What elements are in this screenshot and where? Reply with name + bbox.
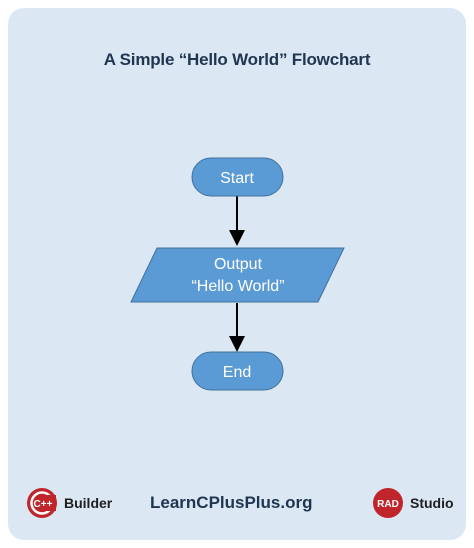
output-node-label-line2: “Hello World” — [191, 278, 284, 295]
cppbuilder-icon: C++ — [26, 487, 58, 519]
radstudio-icon: RAD — [372, 487, 404, 519]
cppbuilder-logo: C++ Builder — [26, 486, 112, 520]
diagram-title: A Simple “Hello World” Flowchart — [103, 50, 371, 69]
output-node: Output “Hello World” — [130, 247, 345, 303]
output-node-label-line1: Output — [214, 256, 263, 273]
footer: C++ Builder LearnCPlusPlus.org RAD Studi… — [0, 486, 474, 520]
radstudio-icon-text: RAD — [377, 499, 399, 510]
radstudio-label: Studio — [410, 495, 454, 511]
start-node: Start — [191, 157, 284, 197]
radstudio-logo: RAD Studio — [372, 486, 454, 520]
end-node-label: End — [223, 364, 251, 381]
end-node: End — [191, 351, 284, 391]
start-node-label: Start — [220, 170, 254, 187]
site-name: LearnCPlusPlus.org — [150, 493, 313, 512]
cppbuilder-icon-text: C++ — [34, 499, 53, 510]
cppbuilder-label: Builder — [64, 495, 113, 511]
